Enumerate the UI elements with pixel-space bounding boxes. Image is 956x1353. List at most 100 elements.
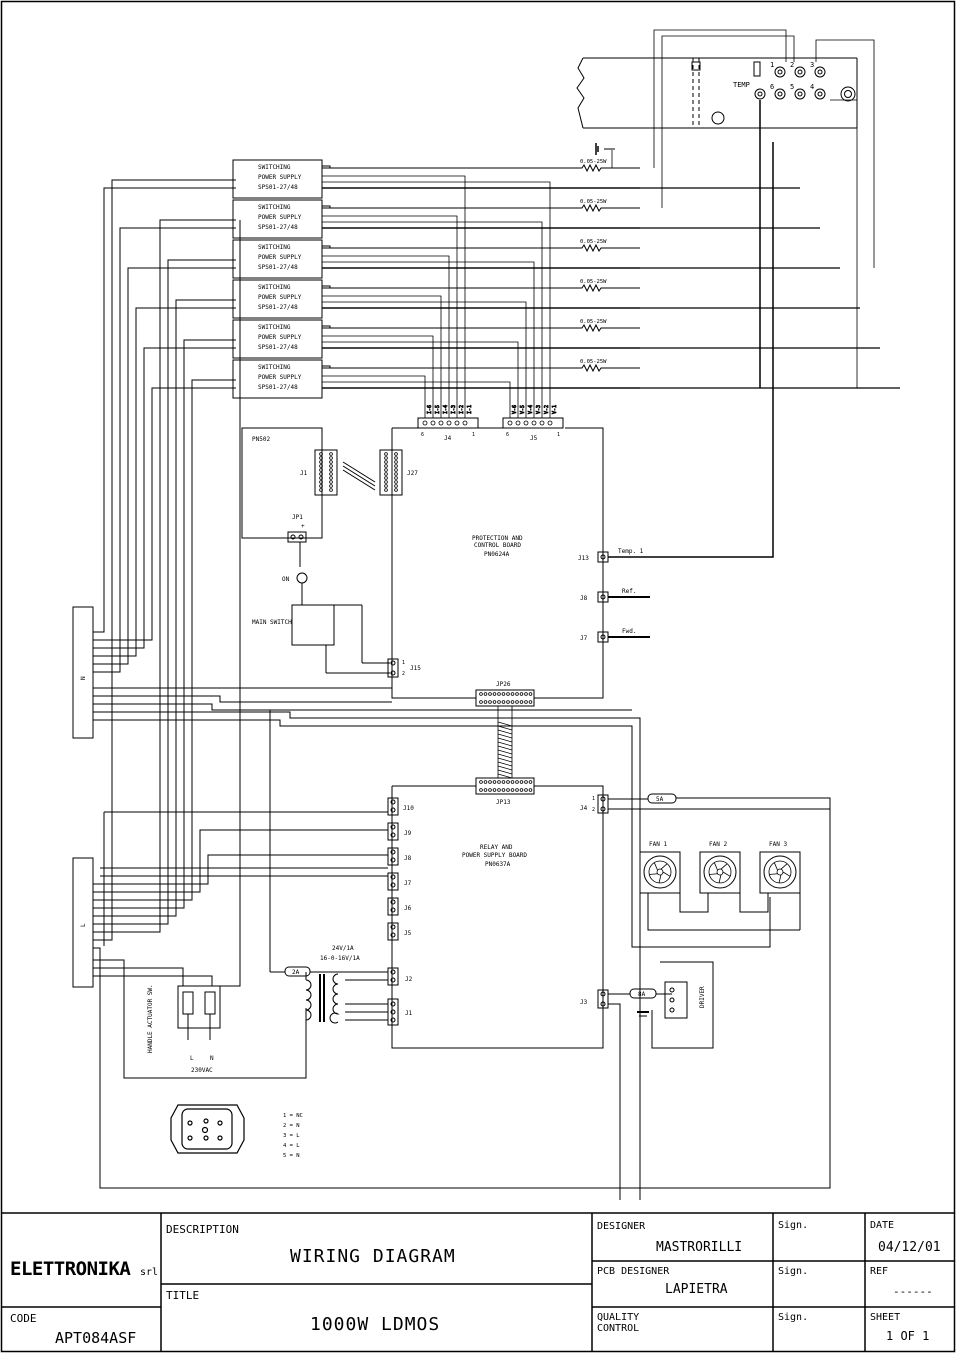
j1-pin — [390, 1009, 396, 1015]
j4-pin-label: I-5 — [435, 405, 441, 414]
power-socket — [170, 1104, 245, 1154]
pcb-designer-value: LAPIETRA — [665, 1282, 728, 1297]
jp13-pin — [506, 780, 510, 784]
fan-label: FAN 1 — [649, 841, 667, 848]
relay-connector — [387, 897, 399, 916]
socket-legend-1: 1 = NC — [283, 1113, 303, 1119]
j15-label: J15 — [410, 665, 421, 672]
j1-pin — [319, 480, 323, 484]
psu-label-line: SWITCHING — [258, 244, 291, 251]
relay-line1: RELAY AND — [480, 844, 513, 851]
psu-label-line: SPS01-27/48 — [258, 304, 298, 311]
jp13-pin — [497, 780, 501, 784]
j27-pin — [384, 488, 388, 492]
main-switch-label: MAIN SWITCH — [252, 619, 292, 626]
psu-label-line: SWITCHING — [258, 204, 291, 211]
relay-connector-pin — [390, 799, 396, 805]
date-value: 04/12/01 — [878, 1240, 941, 1255]
protection-line3: PN0624A — [484, 551, 510, 558]
handle-vac: 230VAC — [191, 1067, 213, 1074]
resistor-label: 0.05-25W — [580, 239, 607, 245]
driver-label: DRIVER — [699, 986, 706, 1008]
jp13-pin — [483, 780, 488, 784]
relay-connector-pin — [390, 857, 396, 863]
jp13-pin — [479, 788, 483, 792]
panel-wire — [815, 39, 875, 268]
j1-pin — [319, 452, 323, 456]
ref-label: REF — [870, 1266, 888, 1277]
psu-label-line: POWER SUPPLY — [258, 174, 302, 181]
transformer-line2: 16-0-16V/1A — [320, 955, 360, 962]
j5-pin6: 6 — [506, 432, 509, 438]
relay-connector — [387, 797, 399, 816]
j4-pin-label: I-1 — [467, 405, 473, 414]
j1-pin — [329, 476, 333, 480]
relay-j4-pin2: 2 — [592, 807, 595, 813]
j1-pin — [329, 452, 333, 456]
protection-line2: CONTROL BOARD — [474, 542, 521, 549]
fuse-2a — [284, 966, 311, 977]
panel-num-4: 4 — [810, 83, 814, 91]
protection-board — [387, 142, 774, 707]
relay-connector-pin — [390, 924, 396, 930]
j3-label: J3 — [580, 999, 588, 1006]
jp13-pin — [497, 788, 501, 792]
j5-pin-label: V-6 — [512, 405, 518, 414]
ribbon-strand — [497, 769, 513, 775]
temp-signal: Temp. 1 — [618, 548, 644, 555]
jp26-pin — [524, 692, 528, 696]
ribbon-strand — [497, 773, 513, 779]
j27-pin — [394, 464, 398, 468]
panel-num-6: 6 — [770, 83, 774, 91]
j1-pin — [319, 488, 323, 492]
resistor-label: 0.05-25W — [580, 279, 607, 285]
j4-pin-label: I-2 — [459, 405, 465, 414]
psu-label-line: POWER SUPPLY — [258, 214, 302, 221]
j1-pin — [329, 484, 333, 488]
psu-label-line: POWER SUPPLY — [258, 334, 302, 341]
j5-pin1: 1 — [557, 432, 560, 438]
j2-label: J2 — [405, 976, 413, 983]
jp13-pin — [510, 780, 515, 784]
panel-num-2: 2 — [790, 61, 794, 69]
jp13-pin — [519, 788, 524, 792]
panel-num-1: 1 — [770, 61, 774, 69]
j1-pin — [329, 464, 333, 468]
j8-label: J8 — [580, 595, 588, 602]
relay-connector-pin — [390, 874, 396, 880]
j5-pin — [515, 420, 521, 426]
jp26-pin — [497, 692, 501, 696]
j27-pin — [384, 484, 388, 488]
relay-j4-label: J4 — [580, 805, 588, 812]
j2-pin — [390, 969, 396, 975]
sign-label-3: Sign. — [778, 1312, 808, 1323]
sign-label-2: Sign. — [778, 1266, 808, 1277]
j1-pin — [319, 468, 323, 472]
jp26-pin — [506, 692, 510, 696]
ribbon-strand — [497, 737, 513, 743]
fuse-8a — [629, 988, 672, 999]
handle-n: N — [210, 1055, 214, 1062]
j4-pin-label: I-6 — [427, 405, 433, 414]
jp26-pin — [510, 692, 515, 696]
fan-1: FAN 1 — [639, 841, 681, 894]
fan-2: FAN 2 — [699, 841, 741, 894]
psu-label-line: POWER SUPPLY — [258, 254, 302, 261]
jp13-pin — [515, 780, 519, 784]
handle-actuator-switch — [177, 985, 221, 1040]
handle-label: HANDLE ACTUATOR SW. — [147, 984, 154, 1053]
psu-group: SWITCHING POWER SUPPLY SPS01-27/48 0.05-25W… — [232, 29, 900, 418]
jp26-pin — [501, 692, 506, 696]
j13-label: J13 — [578, 555, 589, 562]
j4-pin — [446, 420, 452, 426]
j10-label: J10 — [403, 805, 414, 812]
j5b-label: J5 — [404, 930, 412, 937]
jp26-pin — [519, 700, 524, 704]
socket-legend-5: 5 = N — [283, 1153, 300, 1159]
j27-pin — [384, 464, 388, 468]
psu-label-line: POWER SUPPLY — [258, 294, 302, 301]
j1-pin — [329, 468, 333, 472]
j27-pin — [394, 472, 398, 476]
